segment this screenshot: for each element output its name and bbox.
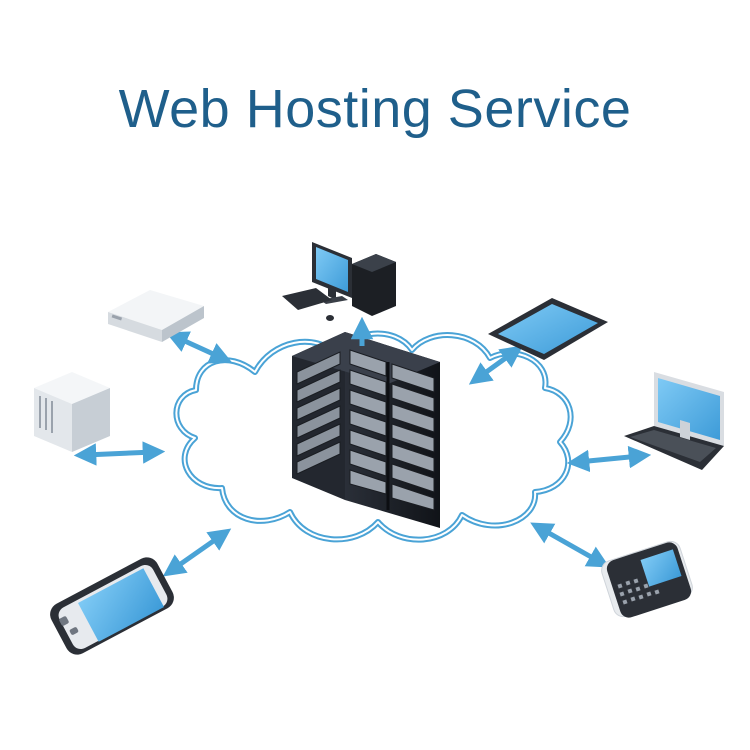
network-appliance-icon — [108, 290, 204, 342]
connection-arrows — [73, 316, 652, 577]
arrow-smartphone-qwerty — [530, 522, 610, 568]
arrow-laptop — [566, 445, 652, 473]
arrow-smartphone — [162, 528, 232, 577]
tablet-icon — [488, 298, 608, 360]
arrow-tower-server — [73, 441, 166, 466]
smartphone-icon — [50, 557, 174, 655]
arrow-network-appliance — [165, 331, 233, 364]
server-rack-icon — [292, 332, 440, 528]
arrow-tablet — [468, 345, 524, 385]
page-title: Web Hosting Service — [118, 79, 632, 139]
laptop-icon — [624, 372, 724, 470]
tower-server-icon — [34, 372, 110, 452]
desktop-computer-icon — [282, 242, 396, 321]
smartphone-qwerty-icon — [601, 540, 693, 618]
